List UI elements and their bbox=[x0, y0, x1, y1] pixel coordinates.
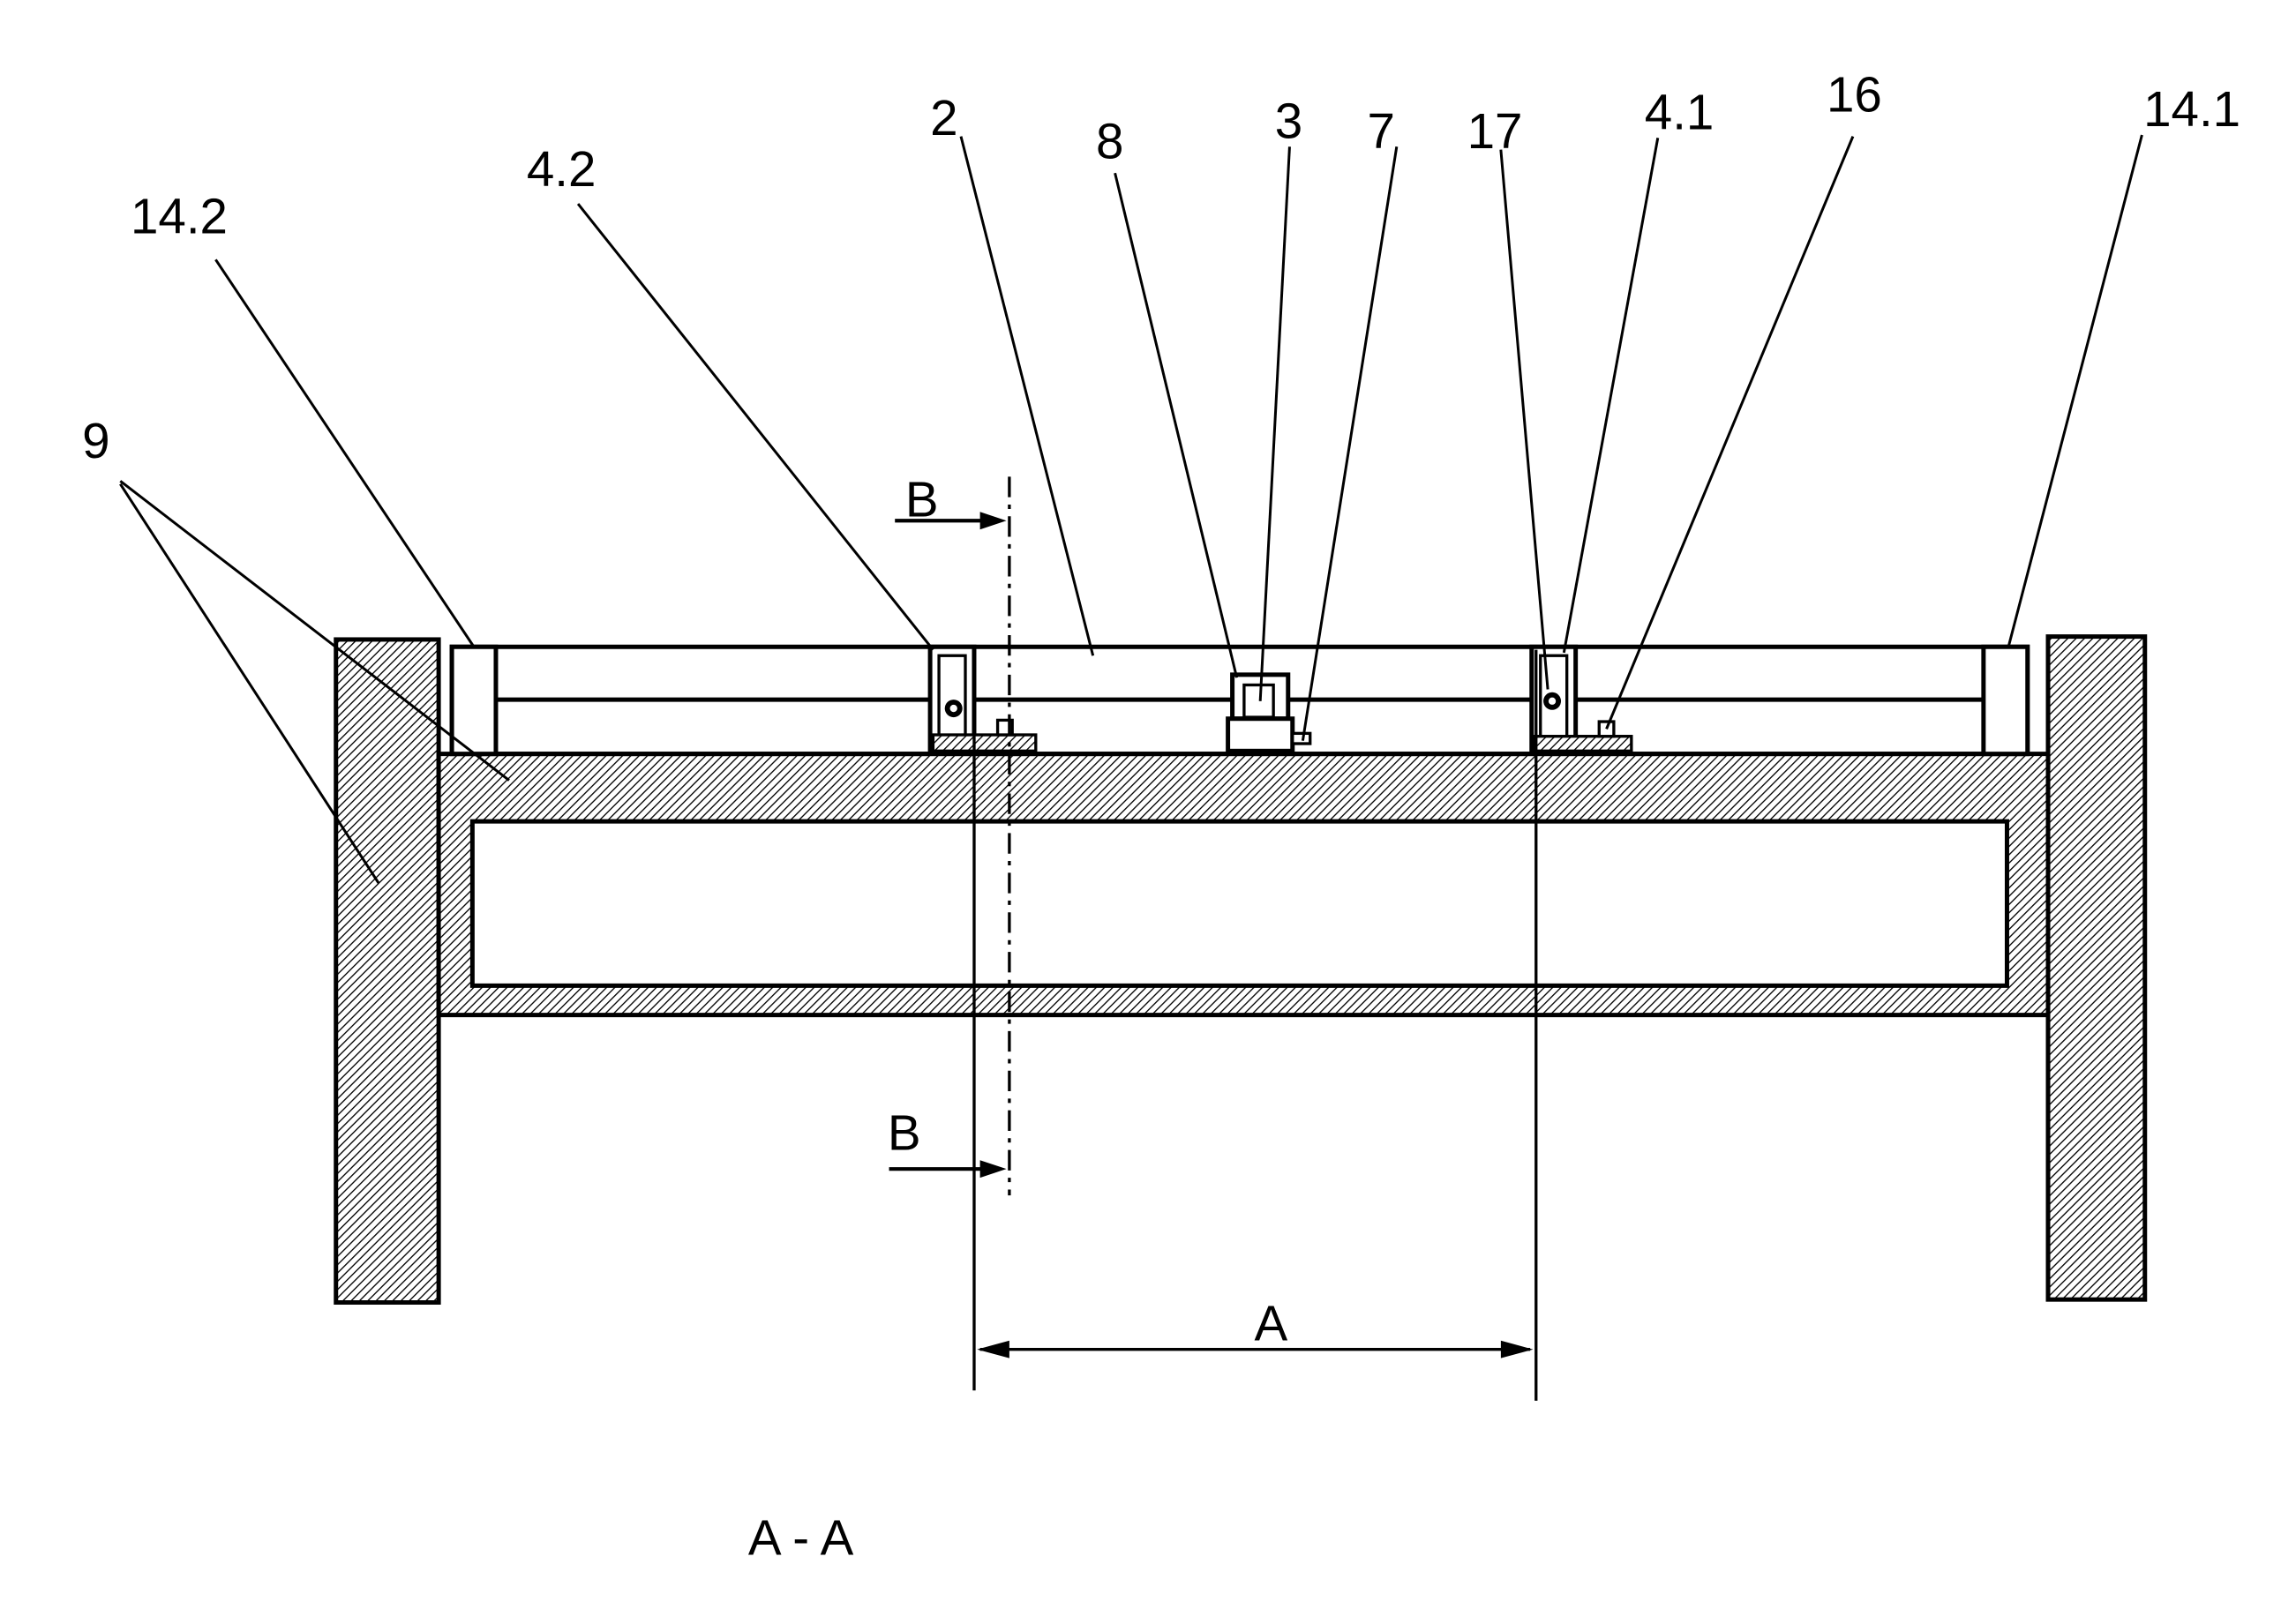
right-column bbox=[2048, 637, 2145, 1300]
label-14-1: 14.1 bbox=[2143, 81, 2240, 137]
label-9: 9 bbox=[82, 413, 109, 468]
label-7: 7 bbox=[1368, 103, 1395, 159]
label-17: 17 bbox=[1467, 103, 1523, 159]
label-14-2: 14.2 bbox=[131, 188, 228, 243]
arrow-b-bottom bbox=[889, 1160, 1007, 1178]
label-8: 8 bbox=[1096, 114, 1123, 169]
end-stop-left bbox=[452, 647, 496, 753]
label-2: 2 bbox=[930, 90, 957, 146]
label-4-1: 4.1 bbox=[1645, 84, 1714, 139]
label-b-bottom: B bbox=[888, 1105, 921, 1161]
left-column bbox=[336, 640, 439, 1303]
end-stop-right bbox=[1984, 647, 2028, 753]
sensor-block bbox=[1228, 675, 1310, 751]
frame-beam bbox=[439, 754, 2048, 1015]
label-4-2: 4.2 bbox=[527, 141, 597, 197]
label-16: 16 bbox=[1827, 66, 1882, 122]
label-3: 3 bbox=[1275, 93, 1302, 148]
label-b-top: B bbox=[905, 471, 939, 527]
label-dimension-a: A bbox=[1255, 1296, 1288, 1351]
section-title: A - A bbox=[748, 1509, 854, 1565]
